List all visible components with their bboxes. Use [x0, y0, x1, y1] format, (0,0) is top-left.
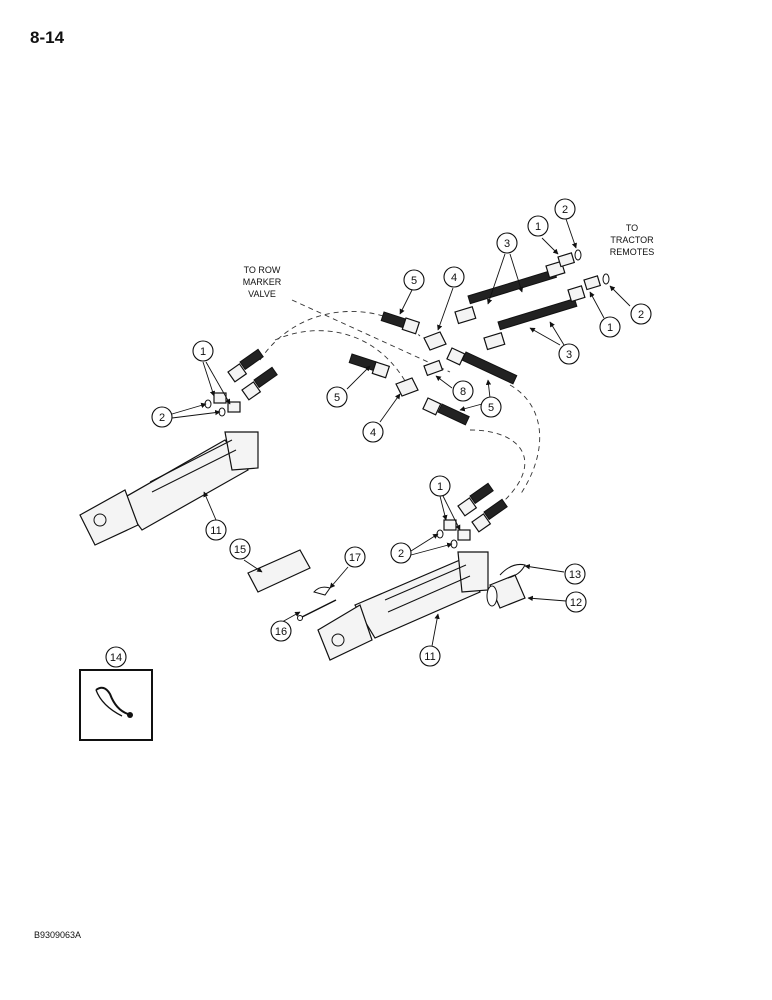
page-number: 8-14 — [30, 28, 65, 47]
svg-text:2: 2 — [398, 548, 404, 560]
callout-2a: 2 — [554, 198, 576, 220]
svg-text:4: 4 — [370, 427, 376, 439]
callout-16: 16 — [270, 620, 292, 642]
svg-text:2: 2 — [562, 204, 568, 216]
tee-fittings — [395, 331, 447, 397]
hydraulic-cylinder-right — [317, 551, 489, 661]
svg-text:11: 11 — [424, 651, 435, 663]
svg-text:3: 3 — [504, 238, 510, 250]
svg-text:3: 3 — [566, 349, 572, 361]
svg-text:1: 1 — [437, 481, 443, 493]
to-tractor-remotes-label: TO TRACTOR REMOTES — [610, 223, 655, 257]
callout-2d: 2 — [390, 542, 412, 564]
svg-text:4: 4 — [451, 272, 457, 284]
callout-17: 17 — [344, 546, 366, 568]
callout-11a: 11 — [205, 519, 227, 541]
callout-5c: 5 — [480, 396, 502, 418]
svg-text:1: 1 — [607, 322, 613, 334]
adapter-fittings-upper — [557, 249, 610, 291]
callout-11b: 11 — [419, 645, 441, 667]
callout-14: 14 — [105, 646, 127, 668]
callout-5a: 5 — [403, 269, 425, 291]
svg-text:TRACTOR: TRACTOR — [610, 235, 654, 245]
svg-text:8: 8 — [460, 386, 466, 398]
callout-1a: 1 — [527, 215, 549, 237]
svg-text:5: 5 — [488, 402, 494, 414]
svg-text:REMOTES: REMOTES — [610, 247, 655, 257]
svg-text:14: 14 — [110, 652, 122, 664]
callout-8: 8 — [452, 380, 474, 402]
svg-text:TO: TO — [626, 223, 638, 233]
callout-1d: 1 — [429, 475, 451, 497]
callout-15: 15 — [229, 538, 251, 560]
svg-text:17: 17 — [349, 552, 361, 564]
svg-text:16: 16 — [275, 626, 287, 638]
callout-3b: 3 — [558, 343, 580, 365]
svg-text:MARKER: MARKER — [243, 277, 282, 287]
svg-text:TO ROW: TO ROW — [244, 265, 281, 275]
leader-lines — [171, 218, 631, 647]
left-fittings — [204, 348, 278, 417]
svg-text:12: 12 — [570, 597, 582, 609]
svg-text:5: 5 — [334, 392, 340, 404]
callout-1b: 1 — [599, 316, 621, 338]
svg-text:13: 13 — [569, 569, 581, 581]
lower-fittings — [436, 482, 508, 549]
callout-13: 13 — [564, 563, 586, 585]
figure-code: B9309063A — [34, 930, 82, 940]
svg-text:11: 11 — [210, 525, 221, 537]
callout-12: 12 — [565, 591, 587, 613]
svg-text:5: 5 — [411, 275, 417, 287]
svg-text:2: 2 — [159, 412, 165, 424]
callout-2c: 2 — [151, 406, 173, 428]
callout-1c: 1 — [192, 340, 214, 362]
to-row-marker-valve-label: TO ROW MARKER VALVE — [243, 265, 282, 299]
item-14-strap-box — [79, 669, 153, 741]
svg-text:VALVE: VALVE — [248, 289, 276, 299]
callout-4b: 4 — [362, 421, 384, 443]
callout-3a: 3 — [496, 232, 518, 254]
callout-4a: 4 — [443, 266, 465, 288]
callout-2b: 2 — [630, 303, 652, 325]
svg-text:1: 1 — [200, 346, 206, 358]
svg-text:15: 15 — [234, 544, 246, 556]
hose-assembly-upper — [454, 260, 586, 351]
hydraulic-cylinder-left — [79, 431, 259, 546]
callout-5b: 5 — [326, 386, 348, 408]
svg-text:1: 1 — [535, 221, 541, 233]
svg-text:2: 2 — [638, 309, 644, 321]
